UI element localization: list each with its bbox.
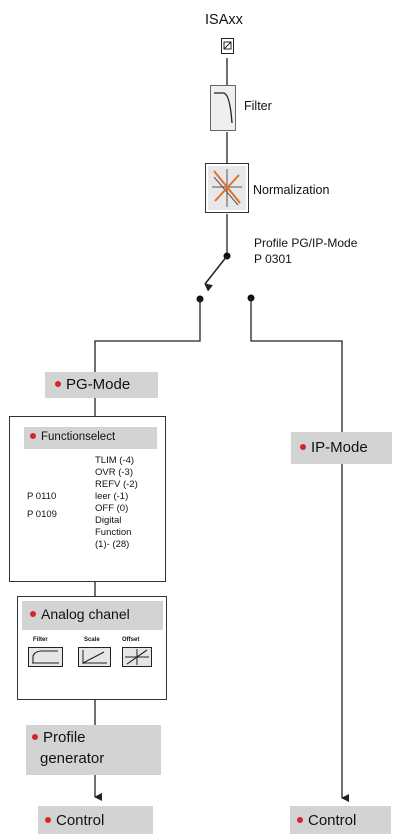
- sensor-connector-icon: [221, 38, 234, 54]
- param-p0110: P 0110: [27, 491, 57, 502]
- control-right-label: Control: [308, 812, 357, 829]
- filter-block-icon: [210, 85, 236, 131]
- pg-mode-box: PG-Mode: [45, 372, 158, 398]
- profile-generator-line2: generator: [40, 750, 105, 767]
- function-select-bullet-icon: [30, 432, 36, 439]
- ip-mode-label: IP-Mode: [311, 439, 368, 456]
- analog-channel-title: Analog chanel: [41, 606, 130, 622]
- analog-scale-icon: [78, 647, 111, 667]
- profile-generator-bullet-icon: [32, 734, 38, 741]
- option-digital: Digital: [95, 515, 122, 526]
- control-right-bullet-icon: [297, 817, 303, 824]
- pg-mode-label: PG-Mode: [66, 376, 131, 393]
- source-label: ISAxx: [205, 12, 243, 28]
- profile-generator-line1: Profile: [43, 729, 86, 746]
- analog-filter-label: Filter: [33, 637, 48, 643]
- filter-label: Filter: [244, 99, 272, 113]
- option-tlim: TLIM (-4): [95, 455, 135, 466]
- normalization-label: Normalization: [253, 183, 330, 197]
- profile-generator-box: Profile generator: [26, 725, 161, 775]
- control-left-bullet-icon: [45, 817, 51, 824]
- ip-mode-box: IP-Mode: [291, 432, 392, 464]
- analog-filter-icon: [28, 647, 63, 667]
- option-function: Function: [95, 527, 132, 538]
- option-ovr: OVR (-3): [95, 467, 133, 478]
- option-leer: leer (-1): [95, 491, 129, 502]
- analog-channel-frame: Analog chanel Filter Scale Offset: [17, 596, 167, 700]
- option-function-range: (1)- (28): [95, 539, 130, 550]
- normalization-block-icon: [205, 163, 249, 213]
- analog-offset-label: Offset: [122, 637, 140, 643]
- param-p0109: P 0109: [27, 509, 57, 520]
- analog-scale-label: Scale: [84, 637, 100, 643]
- profile-switch-label: Profile PG/IP-Mode: [254, 236, 358, 250]
- function-select-title: Functionselect: [41, 431, 116, 443]
- control-left-box: Control: [38, 806, 153, 834]
- profile-switch-param: P 0301: [254, 252, 292, 266]
- analog-offset-icon: [122, 647, 152, 667]
- pg-mode-bullet-icon: [55, 381, 61, 388]
- control-right-box: Control: [290, 806, 391, 834]
- option-refv: REFV (-2): [95, 479, 138, 490]
- analog-channel-header: Analog chanel: [22, 601, 163, 630]
- function-select-header: Functionselect: [24, 427, 157, 449]
- control-left-label: Control: [56, 812, 105, 829]
- option-off: OFF (0): [95, 503, 129, 514]
- function-select-frame: Functionselect P 0110 P 0109 TLIM (-4) O…: [9, 416, 166, 582]
- ip-mode-bullet-icon: [300, 444, 306, 451]
- analog-channel-bullet-icon: [30, 611, 36, 618]
